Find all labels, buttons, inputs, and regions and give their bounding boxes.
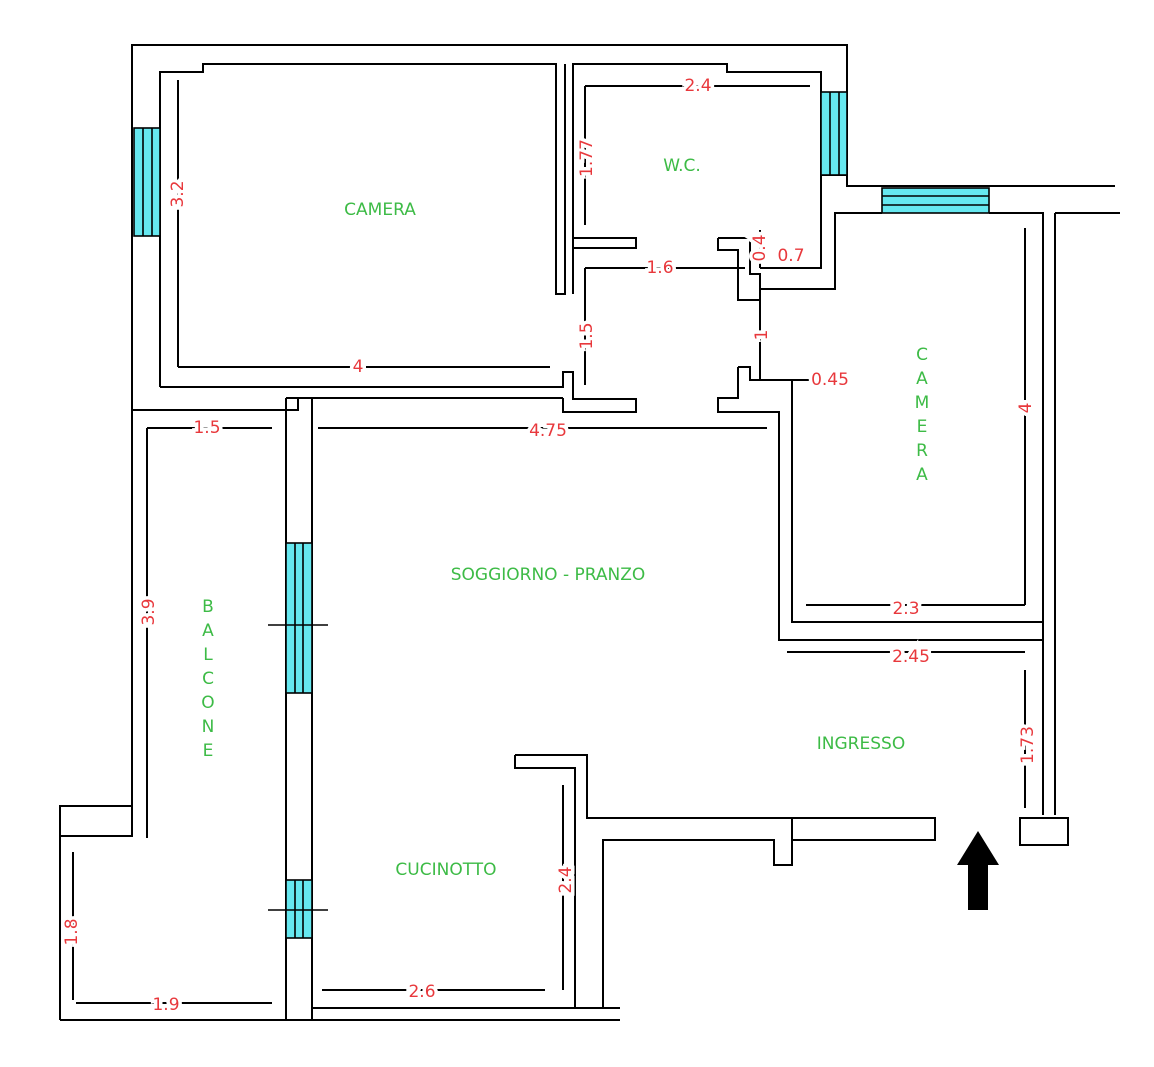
dim-camera2-width: 2.3 [892,599,919,619]
vertical-label-letter: A [916,465,928,485]
dim-camera1-height: 3.2 [168,180,188,207]
room-label-camera-1: CAMERA [344,200,416,220]
dim-ingresso-width: 2.45 [892,647,930,667]
room-labels: CAMERA W.C. SOGGIORNO - PRANZO INGRESSO … [201,156,929,880]
dim-hall-width: 1.5 [577,322,597,349]
dim-wc-notch-width: 0.7 [777,246,804,266]
room-label-camera-2: CAMERA [915,345,930,485]
dim-wc-bottom: 1.6 [646,258,673,278]
dim-hall-door: 1 [752,330,772,341]
vertical-label-letter: N [202,717,215,737]
room-label-cucinotto: CUCINOTTO [395,860,496,880]
dim-balcone-lower-height: 1.8 [62,918,82,945]
dim-camera2-height: 4 [1016,403,1036,414]
vertical-label-letter: A [916,369,928,389]
dim-soggiorno-width: 4.75 [529,421,567,441]
dimension-lines [72,80,1026,1004]
dim-balcone-height: 3.9 [139,598,159,625]
entrance-arrow-icon [957,831,999,910]
window-camera-1 [133,127,161,237]
vertical-label-letter: R [916,441,928,461]
windows [133,91,990,939]
dim-balcone-lower-width: 1.9 [152,995,179,1015]
window-camera-2 [881,187,990,214]
vertical-label-letter: C [916,345,928,365]
room-label-soggiorno: SOGGIORNO - PRANZO [451,565,646,585]
dimension-labels: 3.2 4 2.4 1.77 1.6 0.4 0.7 1.5 1 0.45 1.… [59,73,1042,1019]
dim-wc-notch-height: 0.4 [750,234,770,261]
vertical-label-letter: E [203,741,214,761]
vertical-label-letter: C [202,669,214,689]
dim-wc-width: 2.4 [684,76,711,96]
vertical-label-letter: B [202,597,214,617]
vertical-label-letter: A [202,621,214,641]
vertical-label-letter: M [915,393,930,413]
room-label-wc: W.C. [663,156,701,176]
window-soggiorno [268,542,328,694]
vertical-label-letter: E [917,417,928,437]
dim-ingresso-height: 1.73 [1018,726,1038,764]
window-wc [820,91,848,176]
window-cucinotto [268,879,328,939]
dim-wc-height: 1.77 [577,139,597,177]
dim-camera1-width: 4 [353,357,364,377]
room-label-ingresso: INGRESSO [817,734,905,754]
dim-balcone-width: 1.5 [193,418,220,438]
dim-hall-jamb: 0.45 [811,370,849,390]
vertical-label-letter: O [201,693,214,713]
dim-cucinotto-height: 2.4 [556,866,576,893]
dim-cucinotto-width: 2.6 [408,982,435,1002]
vertical-label-letter: L [203,645,213,665]
